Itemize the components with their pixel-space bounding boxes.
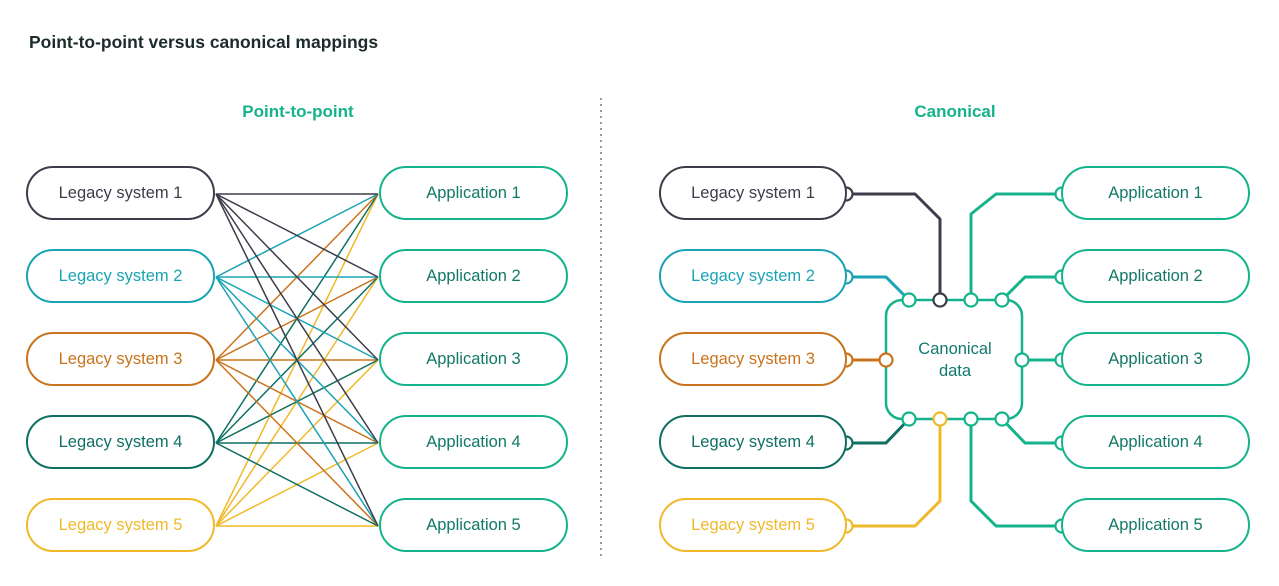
p2p-legacy-system-2-label: Legacy system 2: [58, 266, 183, 285]
p2p-link-legacy-1-to-app-4: [215, 193, 379, 444]
p2p-legacy-system-4[interactable]: Legacy system 4: [26, 415, 215, 469]
p2p-legacy-system-1[interactable]: Legacy system 1: [26, 166, 215, 220]
canonical-legacy-system-1[interactable]: Legacy system 1: [659, 166, 847, 220]
canonical-hub-port-right: [1014, 352, 1030, 368]
p2p-legacy-system-5[interactable]: Legacy system 5: [26, 498, 215, 552]
canonical-application-5[interactable]: Application 5: [1061, 498, 1250, 552]
canonical-hub-port-bottom-2: [932, 411, 948, 427]
p2p-application-1[interactable]: Application 1: [379, 166, 568, 220]
canonical-data-hub-label: Canonical data: [887, 338, 1023, 382]
canonical-hub-port-top-1: [901, 292, 917, 308]
canonical-link-app-4: [1000, 417, 1062, 445]
canonical-link-legacy-4: [846, 417, 911, 445]
p2p-link-legacy-4-to-app-5: [215, 442, 379, 527]
canonical-link-app-2: [1000, 275, 1062, 302]
canonical-link-app-5: [969, 419, 1062, 528]
p2p-link-legacy-1-to-app-2: [215, 193, 379, 278]
p2p-application-4[interactable]: Application 4: [379, 415, 568, 469]
p2p-application-3[interactable]: Application 3: [379, 332, 568, 386]
canonical-application-3[interactable]: Application 3: [1061, 332, 1250, 386]
canonical-link-legacy-1: [846, 192, 942, 300]
canonical-hub-port-bottom-3: [963, 411, 979, 427]
canonical-link-legacy-2: [846, 275, 911, 302]
canonical-link-legacy-5: [846, 419, 942, 528]
p2p-link-legacy-1-to-app-5: [215, 193, 379, 527]
canonical-application-4[interactable]: Application 4: [1061, 415, 1250, 469]
canonical-application-1[interactable]: Application 1: [1061, 166, 1250, 220]
p2p-link-legacy-2-to-app-5: [215, 276, 379, 527]
canonical-legacy-system-4-label: Legacy system 4: [691, 432, 815, 451]
canonical-legacy-system-5[interactable]: Legacy system 5: [659, 498, 847, 552]
p2p-application-1-label: Application 1: [426, 183, 521, 202]
canonical-hub-port-top-2: [932, 292, 948, 308]
canonical-application-3-label: Application 3: [1108, 349, 1203, 368]
canonical-legacy-system-2[interactable]: Legacy system 2: [659, 249, 847, 303]
canonical-legacy-system-3[interactable]: Legacy system 3: [659, 332, 847, 386]
p2p-legacy-system-2[interactable]: Legacy system 2: [26, 249, 215, 303]
canonical-legacy-system-1-label: Legacy system 1: [691, 183, 815, 202]
p2p-application-4-label: Application 4: [426, 432, 521, 451]
diagram-title: Point-to-point versus canonical mappings: [29, 32, 379, 52]
p2p-application-5-label: Application 5: [426, 515, 521, 534]
canonical-hub-port-left: [878, 352, 894, 368]
p2p-application-2[interactable]: Application 2: [379, 249, 568, 303]
canonical-link-app-1: [969, 192, 1062, 300]
canonical-application-5-label: Application 5: [1108, 515, 1203, 534]
canonical-data-hub-label-line-1: Canonical: [918, 340, 992, 358]
canonical-hub-port-bottom-4: [994, 411, 1010, 427]
p2p-legacy-system-4-label: Legacy system 4: [58, 432, 183, 451]
canonical-legacy-system-3-label: Legacy system 3: [691, 349, 815, 368]
p2p-application-3-label: Application 3: [426, 349, 521, 368]
point-to-point-panel-title: Point-to-point: [242, 102, 354, 121]
p2p-legacy-system-3-label: Legacy system 3: [58, 349, 183, 368]
canonical-application-2-label: Application 2: [1108, 266, 1203, 285]
p2p-legacy-system-3[interactable]: Legacy system 3: [26, 332, 215, 386]
p2p-application-2-label: Application 2: [426, 266, 521, 285]
canonical-application-1-label: Application 1: [1108, 183, 1203, 202]
p2p-legacy-system-5-label: Legacy system 5: [58, 515, 183, 534]
canonical-application-2[interactable]: Application 2: [1061, 249, 1250, 303]
p2p-application-5[interactable]: Application 5: [379, 498, 568, 552]
canonical-hub-port-top-3: [963, 292, 979, 308]
canonical-application-4-label: Application 4: [1108, 432, 1203, 451]
canonical-legacy-system-5-label: Legacy system 5: [691, 515, 815, 534]
canonical-hub-port-bottom-1: [901, 411, 917, 427]
canonical-panel-title: Canonical: [914, 102, 996, 121]
p2p-legacy-system-1-label: Legacy system 1: [58, 183, 183, 202]
canonical-hub-port-top-4: [994, 292, 1010, 308]
p2p-link-legacy-1-to-app-3: [215, 193, 379, 361]
canonical-legacy-system-4[interactable]: Legacy system 4: [659, 415, 847, 469]
canonical-legacy-system-2-label: Legacy system 2: [691, 266, 815, 285]
p2p-link-legacy-3-to-app-5: [215, 359, 379, 527]
canonical-data-hub-label-line-2: data: [938, 362, 972, 380]
